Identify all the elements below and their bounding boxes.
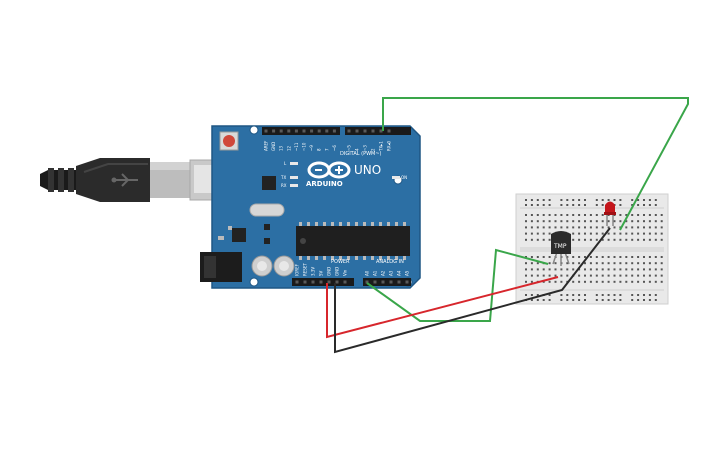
crystal-oscillator [249,203,285,217]
digital-header-label: DIGITAL (PWM~) [340,151,382,157]
led-label-tx: TX [280,175,286,180]
voltage-regulator [232,228,246,242]
wire-black-gnd-to-ground[interactable] [334,227,611,354]
capacitors [251,255,295,277]
usb-chip [262,176,276,190]
digital-pin-label: ~10 [302,142,307,151]
led-label-l: L [284,161,287,166]
power-header[interactable] [292,278,354,286]
power-pin-label: GND [335,267,340,276]
power-pin-label: IOREF [295,263,300,276]
wire-green-digital-to-led[interactable] [382,97,689,231]
digital-pin-label: 2 [371,148,376,151]
analog-pin-label: A5 [405,270,410,276]
analog-pin-label: A3 [389,270,394,276]
digital-pin-label: ~9 [309,145,314,151]
status-leds [290,162,400,187]
wire-green-a0-to-sensor[interactable] [366,248,549,322]
dc-power-jack[interactable] [200,252,242,282]
board-model-label: UNO [354,163,381,177]
power-pin-label: GND [327,267,332,276]
wire-red-5v-to-sensor[interactable] [326,276,559,339]
power-pin-label: RESET [303,263,308,276]
power-pin-label: 3.3V [311,267,316,276]
breadboard-holes [525,199,663,301]
tmp-sensor-label: TMP [553,243,567,250]
reset-button[interactable] [219,131,239,151]
digital-pin-label: ~11 [294,142,299,151]
breadboard[interactable] [515,193,669,305]
tmp-temperature-sensor[interactable] [551,231,571,266]
analog-header[interactable] [363,278,411,286]
atmega-chip [296,226,410,256]
power-pin-label: 5V [319,270,324,276]
digital-pin-label: TX▸1 [379,141,384,152]
digital-pin-label: AREF [264,140,269,151]
usb-icon [111,173,138,187]
board-brand-label: ARDUINO [306,180,343,188]
power-header-label: POWER [331,259,350,265]
digital-pin-label: GND [271,142,276,151]
analog-header-label: ANALOG IN [376,259,404,265]
digital-pin-label: 4 [355,148,360,151]
analog-pin-label: A1 [373,270,378,276]
digital-pin-label: ~5 [347,145,352,151]
led-label-on: ON [401,175,407,180]
power-pin-label: Vin [343,269,348,276]
digital-pin-label: 8 [317,148,322,151]
digital-pin-label: 7 [324,148,329,151]
usb-cable[interactable] [40,158,241,202]
digital-pin-label: 12 [286,145,291,151]
analog-pin-label: A2 [381,270,386,276]
digital-pin-label: ~6 [332,145,337,151]
digital-pin-label: RX◂0 [387,140,392,151]
analog-pin-label: A4 [397,270,402,276]
led-label-rx: RX [281,183,287,188]
digital-pin-label: ~3 [363,145,368,151]
red-led[interactable] [604,201,616,227]
digital-header[interactable] [262,127,411,135]
analog-pin-label: A0 [365,270,370,276]
arduino-logo-icon [307,161,351,179]
digital-pin-label: 13 [279,145,284,151]
